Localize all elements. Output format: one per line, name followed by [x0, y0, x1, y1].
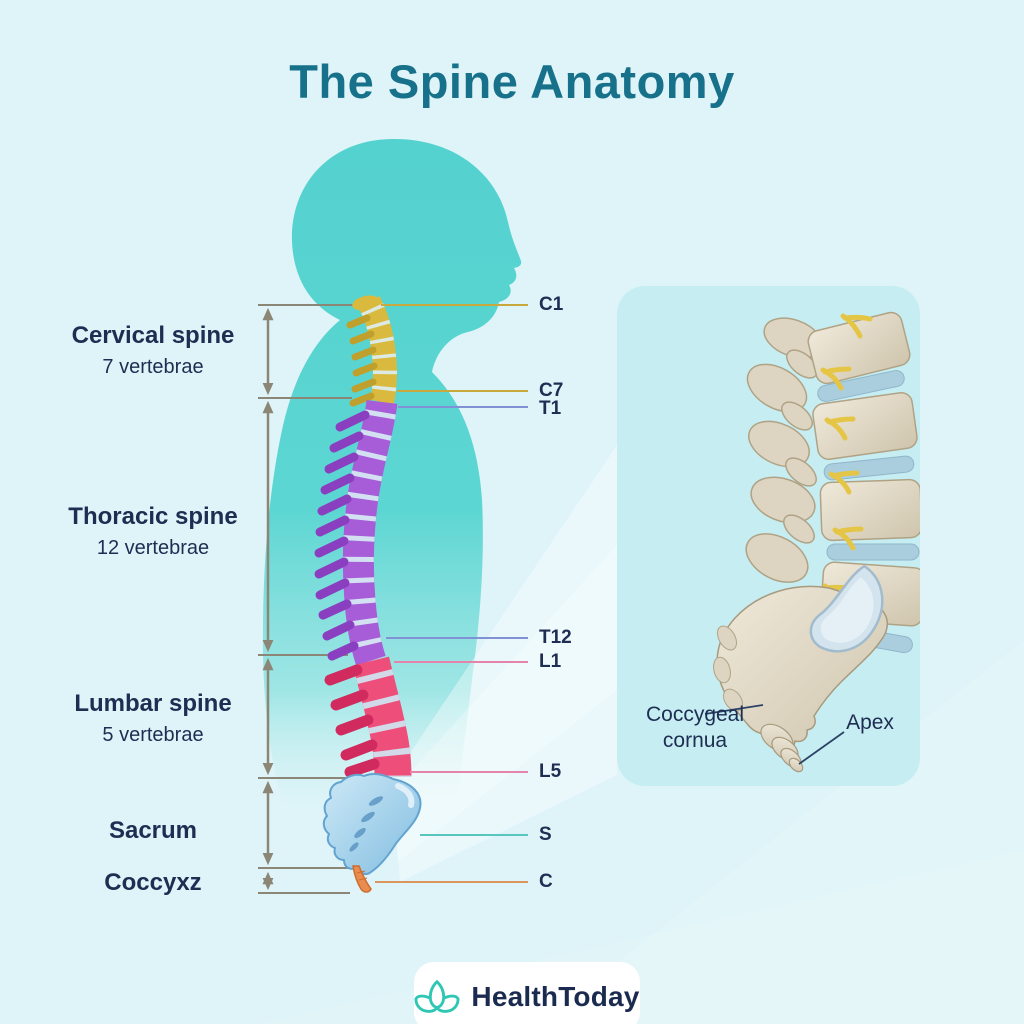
section-label-thoracic: Thoracic spine 12 vertebrae	[33, 503, 273, 560]
sacrum-highlight	[395, 783, 415, 808]
marker-l5: L5	[539, 761, 562, 782]
marker-l1: L1	[539, 651, 562, 672]
marker-c1: C1	[539, 294, 564, 315]
label-apex: Apex	[846, 711, 894, 734]
section-name: Cervical spine	[71, 322, 235, 349]
label-coccygeal-cornua: Coccygeal cornua	[645, 703, 745, 753]
section-vertebra-count: 12 vertebrae	[96, 537, 210, 559]
section-name: Sacrum	[108, 817, 198, 844]
cervical-spinous-processes	[346, 314, 378, 407]
section-label-sacrum: Sacrum	[33, 817, 273, 845]
section-vertebra-count: 7 vertebrae	[102, 356, 204, 378]
lotus-icon	[414, 980, 460, 1013]
marker-s: S	[539, 824, 552, 845]
section-label-coccyx: Coccyxz	[33, 869, 273, 897]
section-name: Thoracic spine	[68, 503, 238, 530]
panel-leader-lines	[704, 704, 845, 765]
section-label-lumbar: Lumbar spine 5 vertebrae	[33, 690, 273, 747]
sacrum-edge-bumps	[713, 625, 744, 712]
marker-c7: C7	[539, 380, 564, 401]
thoracic-discs	[342, 399, 398, 666]
body-silhouette	[262, 138, 522, 812]
page-title: The Spine Anatomy	[289, 55, 735, 108]
detail-panel-sacrum-closeup: Coccygeal cornua Apex	[617, 286, 920, 786]
marker-c: C	[539, 871, 553, 892]
measurement-ticks	[258, 304, 392, 894]
section-vertebra-count: 5 vertebrae	[102, 724, 204, 746]
section-label-cervical: Cervical spine 7 vertebrae	[33, 322, 273, 379]
lumbar-spine-segment	[353, 656, 412, 778]
magnifier-beam-inner	[392, 545, 617, 862]
marker-leader-lines	[375, 304, 528, 883]
auricular-surface	[809, 564, 884, 653]
logo-text: HealthToday	[471, 981, 640, 1012]
thoracic-spinous-processes	[314, 410, 370, 661]
section-name: Coccyxz	[104, 869, 202, 896]
sacral-foramina	[349, 796, 384, 852]
lumbar-spinous-processes	[324, 664, 380, 778]
marker-t1: T1	[539, 398, 562, 419]
marker-t12: T12	[539, 627, 572, 648]
coccyx-segment-lines	[356, 870, 368, 881]
sacrum-closeup-illustration	[704, 311, 920, 773]
spinal-nerves	[820, 313, 873, 609]
articular-processes	[745, 317, 823, 583]
cervical-spine-segment	[358, 296, 398, 405]
section-name: Lumbar spine	[74, 690, 232, 717]
coccyx-closeup-segments	[760, 723, 804, 773]
logo-pill: HealthToday	[414, 962, 640, 1024]
sacrum-bone	[322, 773, 422, 876]
